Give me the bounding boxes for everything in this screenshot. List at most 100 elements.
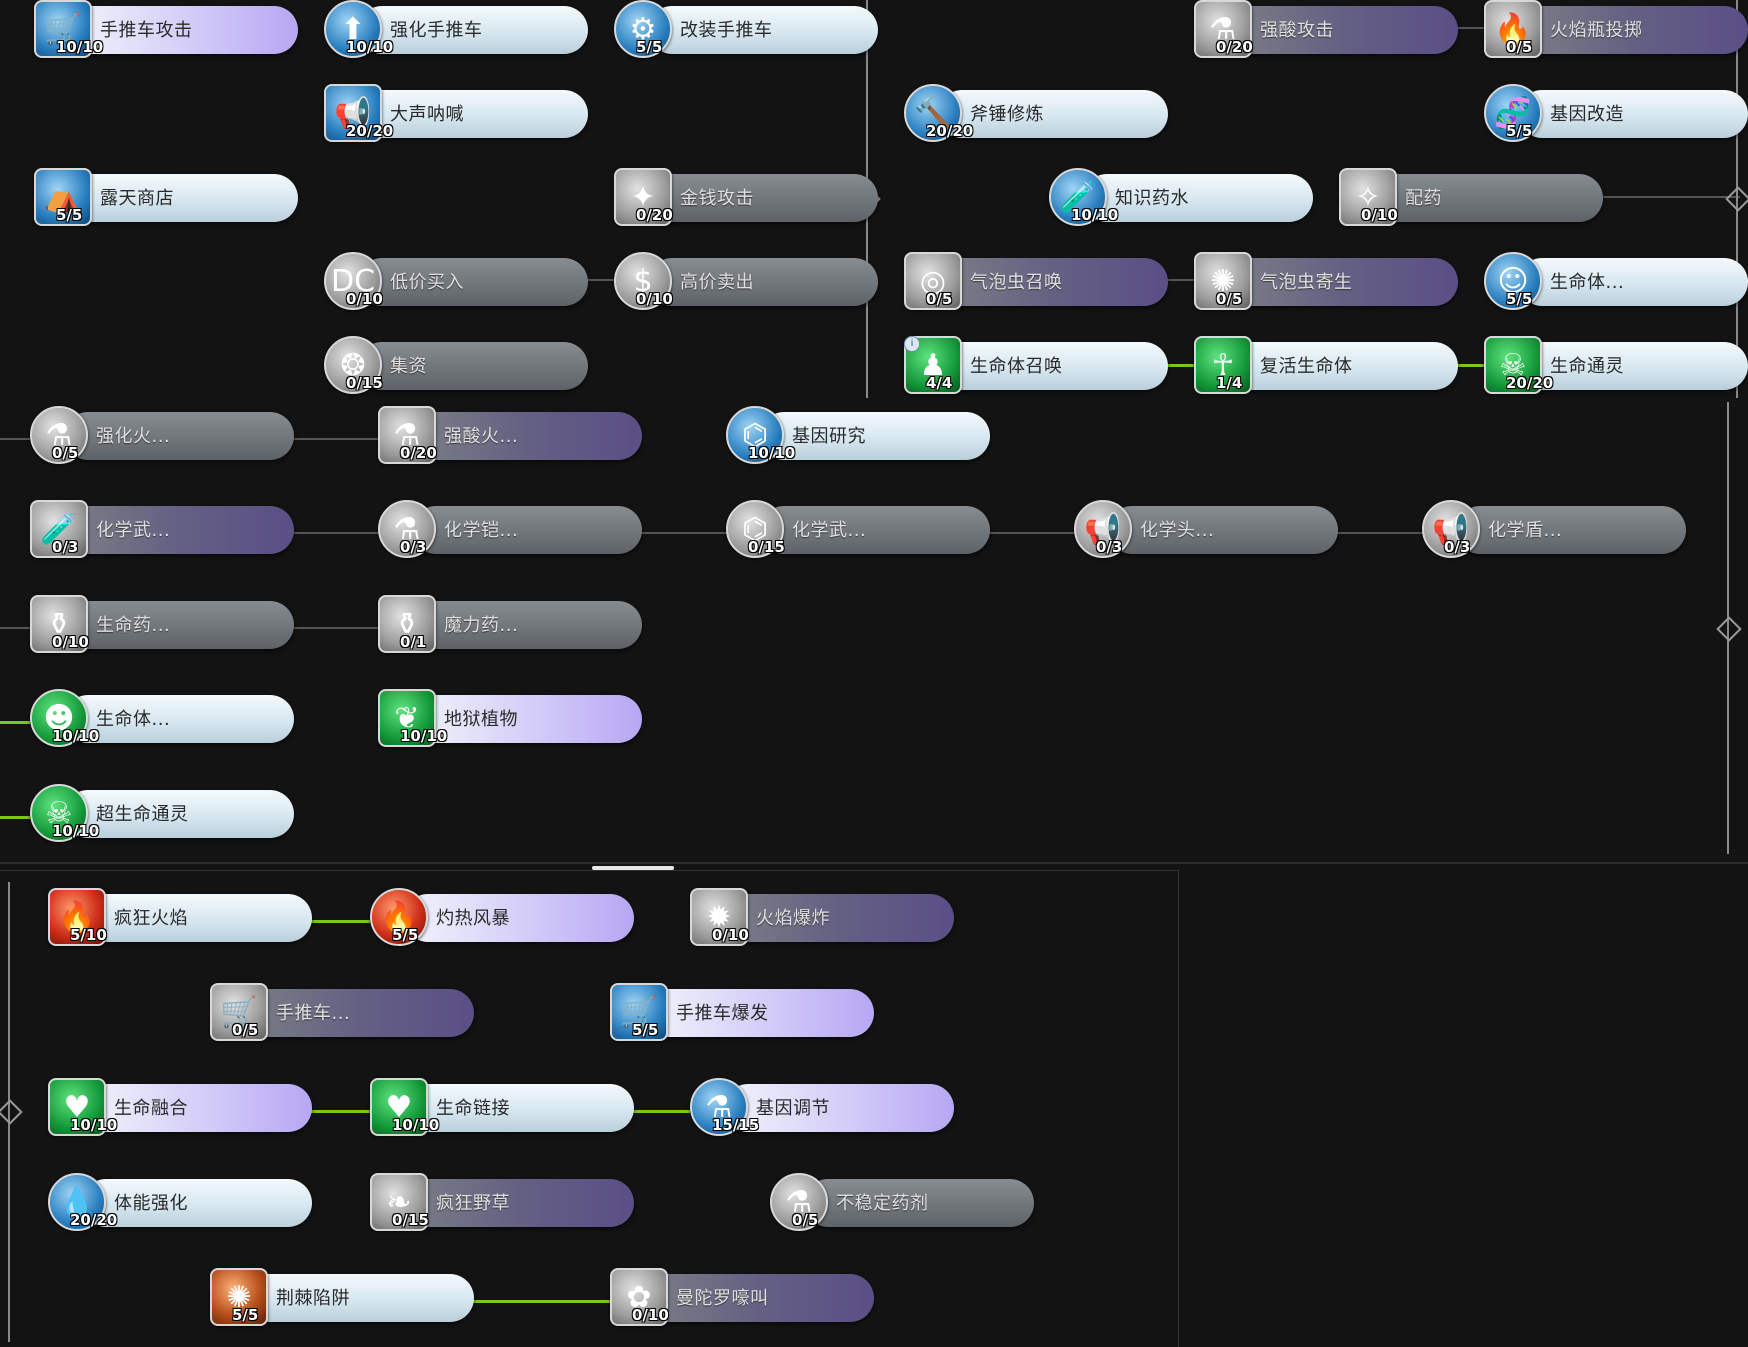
skill-gene-research[interactable]: ⌬ 基因研究 10/10 xyxy=(726,406,996,468)
discount-icon: DC xyxy=(324,252,382,310)
skill-pill xyxy=(358,6,588,54)
skill-pill xyxy=(358,342,588,390)
skill-pill xyxy=(64,601,294,649)
skill-level: 0/3 xyxy=(1444,538,1471,556)
skill-fire-bottle[interactable]: 🔥 火焰瓶投掷 0/5 xyxy=(1484,0,1748,62)
creature-icon: ☺ xyxy=(1484,252,1542,310)
connector-line xyxy=(638,532,728,534)
skill-cart-attack[interactable]: 🛒 手推车攻击 10/10 xyxy=(34,0,304,62)
stamina-icon: 💧 xyxy=(48,1173,106,1231)
resize-handle[interactable] xyxy=(592,866,674,870)
skill-pill xyxy=(724,1084,954,1132)
skill-pill xyxy=(82,1179,312,1227)
skill-life-link[interactable]: ♥ 生命链接 10/10 xyxy=(370,1078,640,1140)
potion-icon: 🧪 xyxy=(1049,168,1107,226)
skill-revive-life[interactable]: ☥ 复活生命体 1/4 xyxy=(1194,336,1464,398)
skill-chem-weapon-2[interactable]: ⌬ 化学武... 0/15 xyxy=(726,500,996,562)
skill-name: 超生命通灵 xyxy=(96,804,189,825)
bubble-burst-icon: ✺ xyxy=(1194,252,1252,310)
skill-name: 高价卖出 xyxy=(680,272,754,293)
skill-level: 0/15 xyxy=(748,538,785,556)
skill-pill xyxy=(1456,506,1686,554)
skill-pill xyxy=(648,6,878,54)
skill-crazy-weed[interactable]: ❧ 疯狂野草 0/15 xyxy=(370,1173,640,1235)
skill-money-attack[interactable]: ✦ 金钱攻击 0/20 xyxy=(614,168,884,230)
skill-stamina[interactable]: 💧 体能强化 20/20 xyxy=(48,1173,318,1235)
skill-pharmacy[interactable]: ✧ 配药 0/10 xyxy=(1339,168,1609,230)
skill-axe-training[interactable]: 🔨 斧锤修炼 20/20 xyxy=(904,84,1174,146)
skill-shout[interactable]: 📢 大声呐喊 20/20 xyxy=(324,84,594,146)
skill-crazy-flame[interactable]: 🔥 疯狂火焰 5/10 xyxy=(48,888,318,950)
skill-fundraise[interactable]: ❂ 集资 0/15 xyxy=(324,336,594,398)
skill-mandrake[interactable]: ✿ 曼陀罗嚎叫 0/10 xyxy=(610,1268,880,1330)
life-potion-icon: ⚱ xyxy=(30,595,88,653)
skill-flame-burst[interactable]: ✹ 火焰爆炸 0/10 xyxy=(690,888,960,950)
skill-chem-shield[interactable]: 📢 化学盾... 0/3 xyxy=(1422,500,1692,562)
skill-level: 10/10 xyxy=(56,38,104,56)
skill-hot-storm[interactable]: 🔥 灼热风暴 5/5 xyxy=(370,888,640,950)
skill-level: 0/5 xyxy=(792,1211,819,1229)
cart-small-icon: 🛒 xyxy=(210,983,268,1041)
skill-life-spirit[interactable]: ☠ 生命通灵 20/20 xyxy=(1484,336,1748,398)
skill-level: 5/5 xyxy=(1506,122,1533,140)
skill-life-fusion[interactable]: ♥ 生命融合 10/10 xyxy=(48,1078,318,1140)
skill-homunculus[interactable]: ☺ 生命体... 5/5 xyxy=(1484,252,1748,314)
skill-magic-potion[interactable]: ⚱ 魔力药... 0/1 xyxy=(378,595,648,657)
skill-thorn-trap[interactable]: ✺ 荆棘陷阱 5/5 xyxy=(210,1268,480,1330)
skill-summon-life[interactable]: ♟ 生命体召唤 4/4 xyxy=(904,336,1174,398)
skill-name: 荆棘陷阱 xyxy=(276,1288,350,1309)
skill-chem-weapon[interactable]: 🧪 化学武... 0/3 xyxy=(30,500,300,562)
skill-modify-cart[interactable]: ⚙ 改装手推车 5/5 xyxy=(614,0,884,62)
coins-icon: ❂ xyxy=(324,336,382,394)
skill-unstable-potion[interactable]: ⚗ 不稳定药剂 0/5 xyxy=(770,1173,1040,1235)
skill-bubble-parasite[interactable]: ✺ 气泡虫寄生 0/5 xyxy=(1194,252,1464,314)
skill-name: 金钱攻击 xyxy=(680,188,754,209)
skill-pill xyxy=(648,174,878,222)
skill-acid-fire[interactable]: ⚗ 强酸火... 0/20 xyxy=(378,406,648,468)
skill-vending-shop[interactable]: ⛺ 露天商店 5/5 xyxy=(34,168,304,230)
skill-name: 配药 xyxy=(1405,188,1442,209)
heart-fusion-icon: ♥ xyxy=(48,1078,106,1136)
skill-cart-small[interactable]: 🛒 手推车... 0/5 xyxy=(210,983,480,1045)
skill-bubble-summon[interactable]: ◎ 气泡虫召唤 0/5 xyxy=(904,252,1174,314)
skill-name: 手推车爆发 xyxy=(676,1003,769,1024)
skill-pill xyxy=(648,258,878,306)
skill-level: 0/5 xyxy=(926,290,953,308)
skill-pill xyxy=(244,1274,474,1322)
skill-level: 0/3 xyxy=(52,538,79,556)
info-badge-icon[interactable]: i xyxy=(904,336,920,352)
skill-gene-modify[interactable]: 🧬 基因改造 5/5 xyxy=(1484,84,1748,146)
skill-strengthen-fire[interactable]: ⚗ 强化火... 0/5 xyxy=(30,406,300,468)
acid-flask-icon: ⚗ xyxy=(1194,0,1252,58)
skill-chem-helm[interactable]: 📢 化学头... 0/3 xyxy=(1074,500,1344,562)
skill-level: 10/10 xyxy=(52,727,100,745)
connector-line-active xyxy=(290,1110,370,1113)
skill-pill xyxy=(760,412,990,460)
skill-name: 生命链接 xyxy=(436,1098,510,1119)
skill-chem-armor[interactable]: ⚗ 化学铠... 0/3 xyxy=(378,500,648,562)
skill-name: 曼陀罗嚎叫 xyxy=(676,1288,769,1309)
skill-acid-attack[interactable]: ⚗ 强酸攻击 0/20 xyxy=(1194,0,1464,62)
skill-hell-plant[interactable]: ❦ 地狱植物 10/10 xyxy=(378,689,648,751)
skill-homunculus-2[interactable]: ☻ 生命体... 10/10 xyxy=(30,689,300,751)
skill-cart-burst[interactable]: 🛒 手推车爆发 5/5 xyxy=(610,983,880,1045)
skill-pill xyxy=(82,894,312,942)
skill-pill xyxy=(244,989,474,1037)
skill-gene-adjust[interactable]: ⚗ 基因调节 15/15 xyxy=(690,1078,960,1140)
skill-level: 4/4 xyxy=(926,374,953,392)
skill-pill xyxy=(1518,90,1748,138)
skill-pill xyxy=(404,1179,634,1227)
skill-level: 0/20 xyxy=(636,206,673,224)
skill-pill xyxy=(64,506,294,554)
skill-life-potion[interactable]: ⚱ 生命药... 0/10 xyxy=(30,595,300,657)
skill-strengthen-cart[interactable]: ⬆ 强化手推车 10/10 xyxy=(324,0,594,62)
skill-super-spirit[interactable]: ☠ 超生命通灵 10/10 xyxy=(30,784,300,846)
skill-level: 10/10 xyxy=(52,822,100,840)
skill-name: 地狱植物 xyxy=(444,709,518,730)
skill-sell-high[interactable]: $ 高价卖出 0/10 xyxy=(614,252,884,314)
skill-buy-low[interactable]: DC 低价买入 0/10 xyxy=(324,252,594,314)
fire-bottle-icon: 🔥 xyxy=(1484,0,1542,58)
skill-knowledge-potion[interactable]: 🧪 知识药水 10/10 xyxy=(1049,168,1319,230)
skill-name: 生命融合 xyxy=(114,1098,188,1119)
